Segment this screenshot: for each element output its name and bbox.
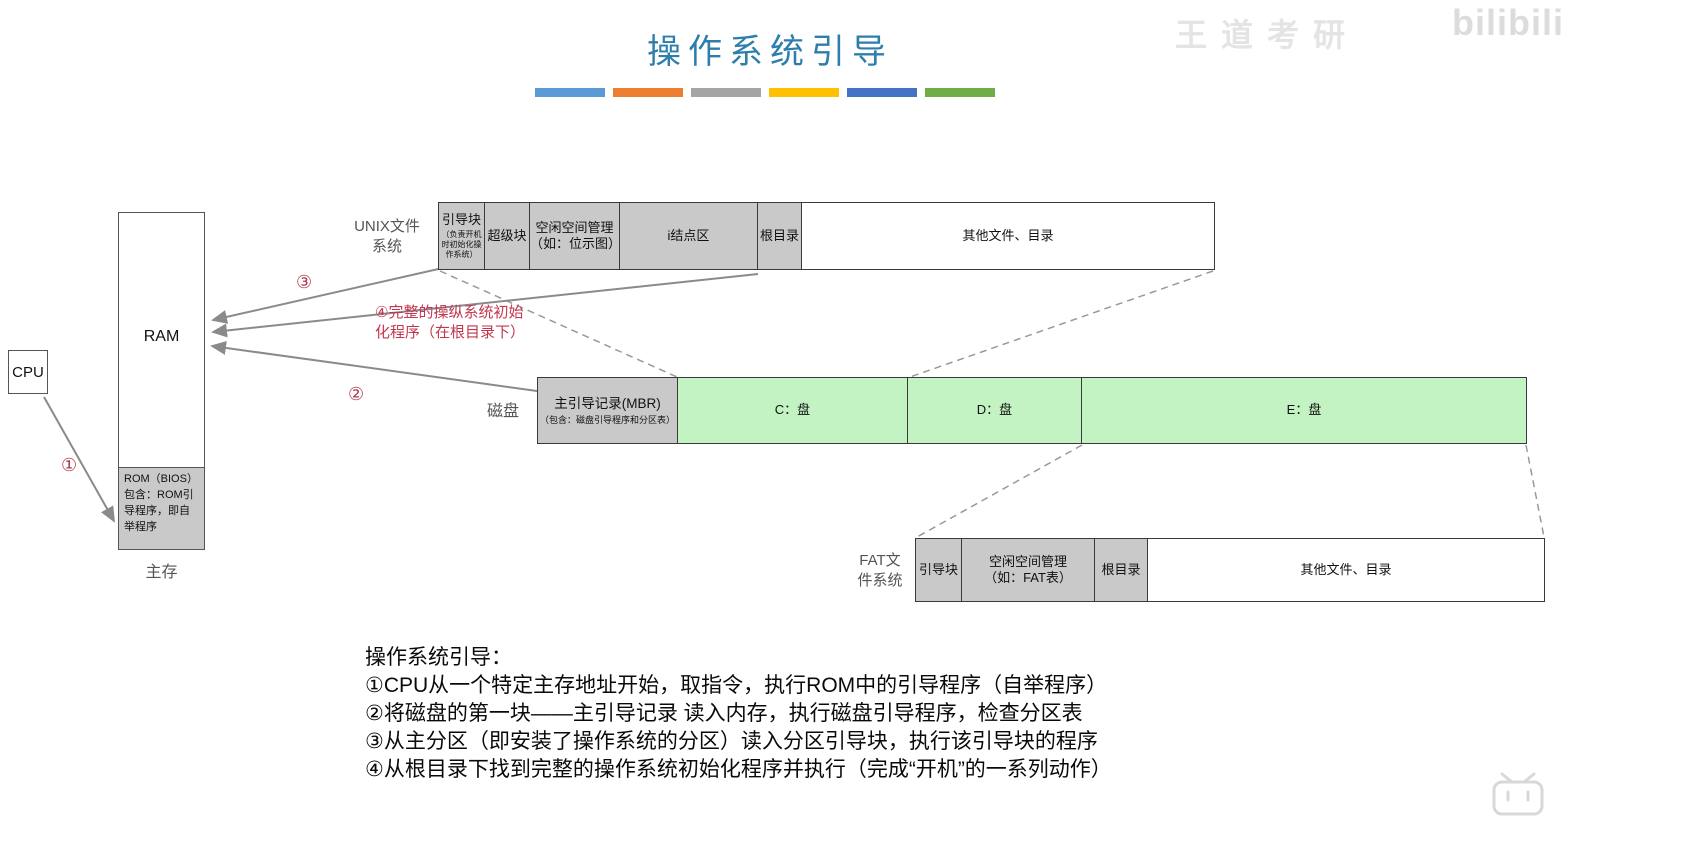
- disk-row: 主引导记录(MBR) （包含：磁盘引导程序和分区表） C：盘 D：盘 E：盘: [537, 377, 1527, 444]
- unix-filesystem-label: UNIX文件 系统: [354, 218, 420, 256]
- divider-bar-gray: [691, 88, 761, 97]
- disk-cell-d-drive: D：盘: [908, 377, 1082, 444]
- bilibili-tv-icon: [1492, 772, 1544, 816]
- cell-subtitle: （包含：磁盘引导程序和分区表）: [539, 414, 675, 425]
- disk-cell-e-drive: E：盘: [1082, 377, 1527, 444]
- cell-title: E：盘: [1286, 402, 1322, 418]
- fat-cell-boot-block: 引导块: [915, 538, 962, 602]
- ram-label: RAM: [143, 328, 180, 345]
- fat-cell-free-space: 空闲空间管理 （如：FAT表）: [962, 538, 1095, 602]
- explanation-line-4: ④从根目录下找到完整的操作系统初始化程序并执行（完成“开机”的一系列动作）: [365, 758, 1112, 781]
- cell-title: 引导块: [441, 212, 481, 228]
- cell-title: 根目录: [1101, 561, 1141, 577]
- cell-title: 根目录: [759, 227, 799, 243]
- divider-bar-green: [925, 88, 995, 97]
- unix-cell-superblock: 超级块: [485, 202, 530, 270]
- main-memory-box: RAM ROM（BIOS） 包含：ROM引导程序，即自举程序: [118, 212, 205, 550]
- step3-label: ③: [296, 272, 313, 292]
- cell-title: C：盘: [774, 402, 811, 418]
- unix-cell-boot-block: 引导块 （负责开机时初始化操作系统）: [438, 202, 485, 270]
- fat-cell-other-files: 其他文件、目录: [1148, 538, 1545, 602]
- fat-filesystem-row: 引导块 空闲空间管理 （如：FAT表） 根目录 其他文件、目录: [915, 538, 1545, 602]
- cell-title: 引导块: [918, 561, 958, 577]
- unix-cell-inode-area: i结点区: [620, 202, 758, 270]
- cell-title: 超级块: [487, 227, 527, 243]
- main-memory-caption: 主存: [145, 564, 178, 581]
- cell-subtitle: （负责开机时初始化操作系统）: [441, 229, 482, 259]
- arrow-step2-mbr-to-ram: [210, 340, 538, 392]
- title-divider-bars: [535, 88, 995, 97]
- explanation-line-2: ②将磁盘的第一块——主引导记录 读入内存，执行磁盘引导程序，检查分区表: [365, 702, 1083, 725]
- unix-cell-free-space: 空闲空间管理 （如：位示图）: [530, 202, 622, 270]
- cell-title: 空闲空间管理 （如：FAT表）: [984, 553, 1072, 585]
- cell-title: 其他文件、目录: [1300, 561, 1392, 577]
- disk-cell-mbr: 主引导记录(MBR) （包含：磁盘引导程序和分区表）: [537, 377, 678, 444]
- step4-annotation: ④完整的操纵系统初始 化程序（在根目录下）: [375, 304, 526, 342]
- cell-title: 主引导记录(MBR): [554, 395, 661, 411]
- divider-bar-yellow: [769, 88, 839, 97]
- step1-label: ①: [61, 455, 78, 475]
- divider-bar-blue: [535, 88, 605, 97]
- step2-label: ②: [348, 384, 365, 404]
- divider-bar-darkblue: [847, 88, 917, 97]
- rom-bios-section: ROM（BIOS） 包含：ROM引导程序，即自举程序: [119, 467, 204, 549]
- disk-cell-c-drive: C：盘: [678, 377, 908, 444]
- unix-filesystem-row: 引导块 （负责开机时初始化操作系统） 超级块 空闲空间管理 （如：位示图） i结…: [438, 202, 1215, 270]
- cpu-box: CPU: [8, 350, 48, 394]
- unix-cell-other-files: 其他文件、目录: [802, 202, 1215, 270]
- fat-filesystem-label: FAT文 件系统: [857, 552, 903, 590]
- explanation-heading: 操作系统引导：: [365, 646, 512, 669]
- cell-title: 其他文件、目录: [962, 227, 1054, 243]
- divider-bar-orange: [613, 88, 683, 97]
- explanation-block: 操作系统引导： ①CPU从一个特定主存地址开始，取指令，执行ROM中的引导程序（…: [365, 644, 1112, 784]
- explanation-line-3: ③从主分区（即安装了操作系统的分区）读入分区引导块，执行该引导块的程序: [365, 730, 1098, 753]
- cell-title: D：盘: [976, 402, 1013, 418]
- cell-title: i结点区: [667, 227, 710, 243]
- explanation-line-1: ①CPU从一个特定主存地址开始，取指令，执行ROM中的引导程序（自举程序）: [365, 674, 1108, 697]
- unix-cell-root-dir: 根目录: [758, 202, 802, 270]
- page-title: 操作系统引导: [647, 33, 893, 71]
- dashed-link-edrive-to-fat-left: [916, 444, 1083, 538]
- arrow-step1-cpu-to-rom: [43, 396, 115, 523]
- fat-cell-root-dir: 根目录: [1095, 538, 1148, 602]
- bilibili-logo: bilibili: [1452, 2, 1564, 43]
- cell-title: 空闲空间管理 （如：位示图）: [530, 219, 622, 251]
- disk-label: 磁盘: [486, 403, 519, 420]
- watermark-text: 王道考研: [1175, 17, 1360, 53]
- dashed-link-unix-to-cdrive-right: [909, 270, 1214, 378]
- dashed-link-edrive-to-fat-right: [1525, 444, 1545, 538]
